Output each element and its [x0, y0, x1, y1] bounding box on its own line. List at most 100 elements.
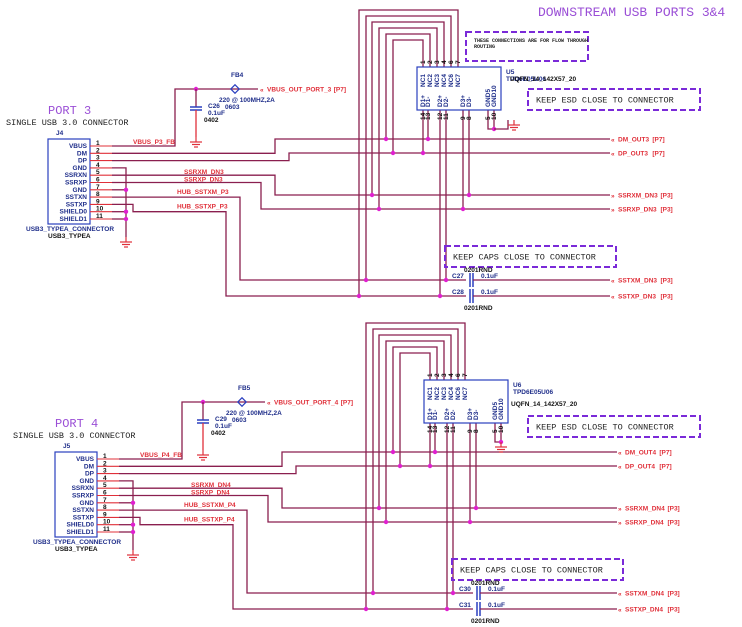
- net-label: VBUS_P3_FB: [133, 139, 175, 146]
- wire: [385, 340, 445, 522]
- junction-dot: [427, 463, 433, 469]
- layout-note-box: [451, 558, 624, 581]
- capacitor-package: 0201RND: [464, 305, 493, 312]
- esd-pin-name: NC3: [441, 387, 448, 400]
- junction-dot: [369, 192, 375, 198]
- esd-pin-name: D1+: [427, 408, 434, 420]
- wire: [378, 27, 438, 209]
- connector-pin-number: 11: [103, 526, 110, 533]
- offpage-in-arrow-icon: «: [618, 464, 622, 471]
- esd-pin-number: 2: [427, 60, 434, 64]
- junction-dot: [425, 136, 431, 142]
- wire: [112, 152, 610, 162]
- esd-part: TPD6E05U06: [513, 389, 553, 396]
- wire: [399, 352, 431, 466]
- offpage-in-arrow-icon: «: [611, 278, 615, 285]
- esd-pin-number: 13: [432, 425, 439, 433]
- offpage-page-ref: [P7]: [659, 464, 671, 471]
- connector-pin-number: 2: [103, 460, 107, 467]
- connector-pin-number: 6: [96, 177, 100, 184]
- esd-pin-name: NC1: [427, 387, 434, 400]
- junction-dot: [390, 449, 396, 455]
- capacitor-value: 0.1uF: [481, 289, 498, 296]
- offpage-net-label: VBUS_OUT_PORT_3: [267, 87, 332, 94]
- esd-pin-name: NC7: [455, 74, 462, 87]
- esd-chip-body: [416, 66, 502, 111]
- connector-pin-number: 3: [96, 155, 100, 162]
- offpage-in-arrow-icon: «: [611, 294, 615, 301]
- capacitor-package: 0402: [211, 430, 226, 437]
- esd-pin-number: 5: [485, 116, 492, 120]
- junction-dot: [437, 293, 443, 299]
- esd-pin-name: NC4: [448, 387, 455, 400]
- connector-pin-number: 1: [103, 453, 107, 460]
- esd-pin-name: NC6: [455, 387, 462, 400]
- capacitor-ref: C29: [215, 416, 227, 423]
- offpage-in-arrow-icon: «: [267, 400, 271, 407]
- net-label: VBUS_P4_FB: [140, 452, 182, 459]
- junction-dot: [376, 505, 382, 511]
- connector-pin-number: 1: [96, 140, 100, 147]
- offpage-page-ref: [P3]: [660, 278, 672, 285]
- junction-dot: [123, 209, 129, 214]
- esd-pin-number: 1: [420, 60, 427, 64]
- port-heading: PORT 3: [48, 104, 91, 118]
- connector-pin-number: 10: [96, 206, 104, 213]
- connector-pin-name: SSTXN: [65, 194, 87, 201]
- capacitor-package: 0201RND: [471, 618, 500, 625]
- wire: [119, 487, 617, 509]
- capacitor-ref: C31: [459, 602, 471, 609]
- esd-pin-number: 9: [467, 429, 474, 433]
- net-label: SSRXM_DN4: [191, 482, 231, 489]
- offpage-net-label: SSTXM_DN3: [618, 278, 657, 285]
- net-label: HUB_SSTXM_P4: [184, 502, 236, 509]
- capacitor-ref: C26: [208, 103, 220, 110]
- junction-dot: [383, 136, 389, 142]
- connector-pin-number: 9: [103, 511, 107, 518]
- connector-pin-number: 3: [103, 468, 107, 475]
- esd-pin-name: NC7: [462, 387, 469, 400]
- layout-note-text: KEEP ESD CLOSE TO CONNECTOR: [536, 96, 674, 106]
- esd-pin-name: D3+: [460, 95, 467, 107]
- connector-pin-number: 8: [103, 504, 107, 511]
- junction-dot: [123, 216, 129, 222]
- offpage-page-ref: [P3]: [667, 591, 679, 598]
- esd-part: TPD6E05U06: [506, 76, 546, 83]
- junction-dot: [460, 206, 466, 212]
- junction-dot: [450, 590, 456, 596]
- connector-pin-name: SHIELD1: [67, 529, 95, 536]
- wire: [112, 196, 466, 281]
- connector-pin-name: GND: [80, 500, 95, 507]
- capacitor-ref: C30: [459, 586, 471, 593]
- connector-ref: J5: [63, 443, 71, 450]
- ferrite-value: 220 @ 100MHZ,2A: [219, 97, 275, 104]
- wire: [392, 346, 438, 452]
- connector-pin-name: SSTXP: [73, 514, 95, 521]
- esd-pin-number: 14: [420, 112, 427, 120]
- wire: [365, 322, 466, 609]
- offpage-page-ref: [P3]: [660, 193, 672, 200]
- layout-note-box: [527, 415, 701, 438]
- connector-pin-name: SHIELD1: [60, 216, 88, 223]
- wire: [119, 516, 473, 610]
- capacitor-package: 0402: [204, 117, 219, 124]
- junction-dot: [130, 500, 136, 505]
- junction-dot: [443, 277, 449, 283]
- offpage-net-label: SSRXM_DN4: [625, 506, 665, 513]
- esd-pin-number: 6: [455, 373, 462, 377]
- junction-dot: [376, 206, 382, 212]
- offpage-out-arrow-icon: »: [611, 207, 615, 214]
- connector-footprint: USB3_TYPEA: [55, 546, 98, 553]
- connector-pin-name: SHIELD0: [67, 522, 95, 529]
- ferrite-ref: FB4: [231, 72, 244, 79]
- wire: [112, 174, 610, 196]
- esd-pin-number: 4: [448, 373, 455, 377]
- offpage-page-ref: [P7]: [659, 450, 671, 457]
- esd-pin-number: 1: [427, 373, 434, 377]
- capacitor-ref: C27: [452, 273, 464, 280]
- esd-pin-name: GND10: [491, 85, 498, 107]
- esd-pin-number: 7: [455, 60, 462, 64]
- junction-dot: [123, 187, 129, 192]
